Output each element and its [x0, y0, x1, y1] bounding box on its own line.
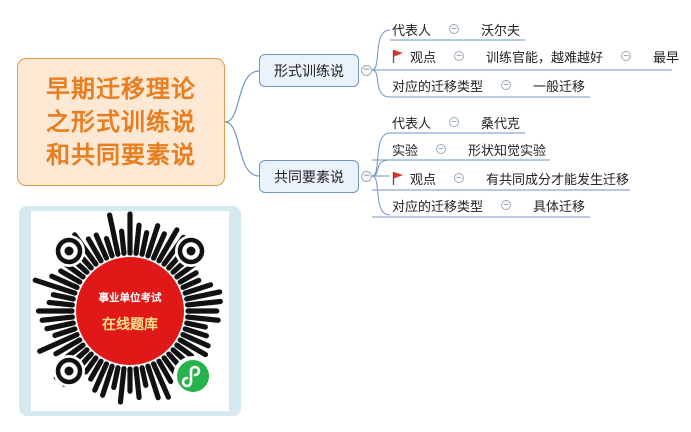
subtopic-row[interactable]: 观点 − 有共同成分才能发生迁移 — [392, 168, 629, 188]
collapse-toggle-icon[interactable]: − — [454, 173, 465, 183]
root-title: 早期迁移理论 之形式训练说 和共同要素说 — [46, 74, 196, 169]
branch-topic-formal-training[interactable]: 形式训练说 — [259, 54, 359, 87]
subtopic-label: 对应的迁移类型 — [392, 199, 484, 215]
qr-code-card: 事业单位考试 在线题库 — [19, 206, 241, 416]
collapse-toggle-icon[interactable]: − — [436, 144, 447, 154]
subtopic-row[interactable]: 对应的迁移类型 − 一般迁移 — [392, 75, 585, 95]
subtopic-value: 沃尔夫 — [481, 23, 521, 39]
subtopic-row[interactable]: 观点 − 训练官能，越难越好 − 最早 — [392, 46, 679, 66]
subtopic-label: 对应的迁移类型 — [392, 79, 484, 95]
subtopic-value: 有共同成分才能发生迁移 — [486, 172, 630, 188]
branch-label: 形式训练说 — [274, 63, 344, 80]
collapse-toggle-icon[interactable]: − — [454, 51, 465, 61]
collapse-toggle-icon[interactable]: − — [449, 117, 460, 127]
root-to-branch2-line — [224, 121, 260, 177]
subtopic-value: 桑代克 — [481, 116, 521, 132]
collapse-toggle-icon[interactable]: − — [361, 65, 372, 76]
subtopic-row[interactable]: 对应的迁移类型 − 具体迁移 — [392, 195, 585, 215]
collapse-toggle-icon[interactable]: − — [501, 80, 512, 90]
subtopic-value: 一般迁移 — [533, 79, 586, 95]
collapse-toggle-icon[interactable]: − — [361, 171, 372, 182]
qr-label-top: 事业单位考试 — [98, 292, 162, 304]
subtopic-row[interactable]: 实验 − 形状知觉实验 — [392, 139, 546, 159]
subtopic-label: 观点 — [410, 172, 437, 188]
root-to-branch1-line — [224, 70, 260, 123]
subtopic-extra: 最早 — [653, 50, 680, 66]
subtopic-row[interactable]: 代表人 − 沃尔夫 — [392, 19, 520, 39]
collapse-toggle-icon[interactable]: − — [501, 200, 512, 210]
subtopic-label: 代表人 — [392, 116, 432, 132]
subtopic-value: 形状知觉实验 — [468, 143, 547, 159]
branch2-bracket — [371, 132, 391, 216]
subtopic-label: 观点 — [410, 50, 437, 66]
subtopic-label: 实验 — [392, 143, 419, 159]
branch-topic-common-elements[interactable]: 共同要素说 — [259, 160, 359, 193]
collapse-toggle-icon[interactable]: − — [449, 24, 460, 34]
subtopic-row[interactable]: 代表人 − 桑代克 — [392, 112, 520, 132]
qr-code[interactable]: 事业单位考试 在线题库 — [31, 211, 229, 411]
miniprogram-logo-icon — [173, 356, 213, 396]
branch1-bracket — [371, 29, 391, 98]
subtopic-value: 具体迁移 — [533, 199, 586, 215]
collapse-toggle-icon[interactable]: − — [621, 51, 632, 61]
branch-label: 共同要素说 — [274, 169, 344, 186]
qr-label-bottom: 在线题库 — [102, 317, 158, 333]
subtopic-label: 代表人 — [392, 23, 432, 39]
root-topic[interactable]: 早期迁移理论 之形式训练说 和共同要素说 — [17, 58, 225, 186]
red-flag-icon — [392, 172, 403, 185]
subtopic-value: 训练官能，越难越好 — [486, 50, 604, 66]
red-flag-icon — [392, 50, 403, 63]
